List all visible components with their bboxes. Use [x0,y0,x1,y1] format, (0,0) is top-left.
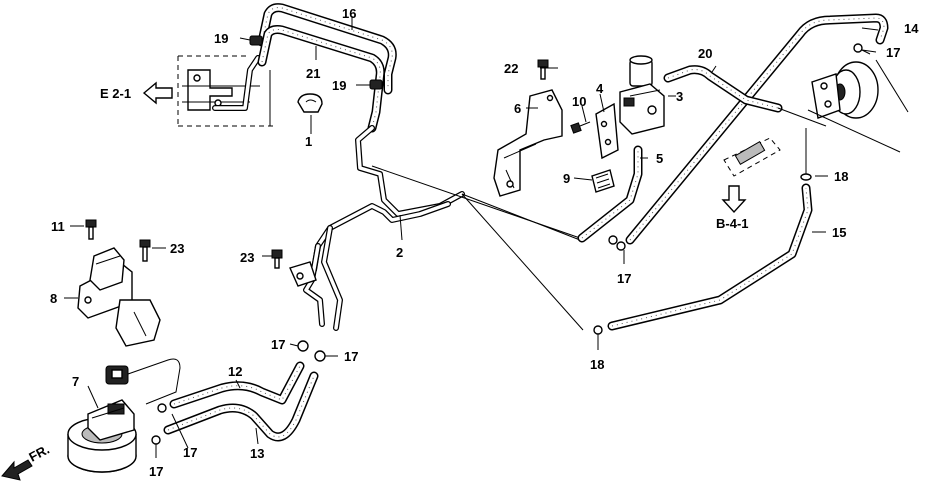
pipe-mount-bracket [289,261,317,287]
callout-11[interactable]: 11 [51,219,65,234]
ref-e21[interactable]: E 2-1 [100,86,131,101]
callout-14[interactable]: 14 [904,21,919,36]
solenoid-valve-3[interactable] [619,55,665,135]
bracket-6[interactable] [493,89,563,197]
callout-17-top-right[interactable]: 17 [886,45,900,60]
callout-1[interactable]: 1 [305,134,312,149]
clamp-18-right[interactable] [800,173,812,181]
electrical-connector[interactable] [105,365,129,385]
callout-22[interactable]: 22 [504,61,518,76]
callout-2[interactable]: 2 [396,245,403,260]
callout-23-left[interactable]: 23 [170,241,184,256]
callout-15[interactable]: 15 [832,225,846,240]
callout-10[interactable]: 10 [572,94,586,109]
callout-4[interactable]: 4 [596,81,604,96]
callout-19-mid[interactable]: 19 [332,78,346,93]
bracket-8[interactable] [77,247,161,347]
front-label: FR. [26,442,52,465]
bolt-22[interactable] [537,59,549,80]
callout-12[interactable]: 12 [228,364,242,379]
ref-b41[interactable]: B-4-1 [716,216,749,231]
bolt-23-mid[interactable] [271,249,283,269]
bolt-23-left[interactable] [139,239,151,262]
callout-5[interactable]: 5 [656,151,663,166]
callout-20[interactable]: 20 [698,46,712,61]
clamp-19-top[interactable] [239,35,263,46]
clamp-17-top-right[interactable] [853,43,863,53]
callout-17-lower-c[interactable]: 17 [183,445,197,460]
callout-17-lower-d[interactable]: 17 [149,464,163,479]
callout-16[interactable]: 16 [342,6,356,21]
bracket-4[interactable] [595,93,619,160]
callout-17-lower-a[interactable]: 17 [271,337,285,352]
reference-bracket-b41 [723,137,781,177]
clamp-19-mid[interactable] [356,79,383,90]
hollow-arrow-left-icon[interactable] [142,81,173,105]
callout-6[interactable]: 6 [514,101,521,116]
callout-21[interactable]: 21 [306,66,320,81]
reference-bracket-e21 [177,55,275,127]
component-9[interactable] [591,169,615,193]
callout-18-low[interactable]: 18 [590,357,604,372]
clamp-17-lower-b[interactable] [314,350,326,362]
leader-lines [64,16,879,458]
canister-assembly[interactable] [811,61,879,119]
callout-3[interactable]: 3 [676,89,683,104]
valve-assembly-7[interactable] [67,399,137,473]
callout-9[interactable]: 9 [563,171,570,186]
callout-13[interactable]: 13 [250,446,264,461]
callout-19-top[interactable]: 19 [214,31,228,46]
front-direction-arrow-icon [1,459,33,481]
clamp-17-lower-c[interactable] [157,403,167,413]
callout-8[interactable]: 8 [50,291,57,306]
callout-7[interactable]: 7 [72,374,79,389]
callout-18-right[interactable]: 18 [834,169,848,184]
hollow-arrow-down-icon[interactable] [721,185,747,214]
clamp-18-low[interactable] [593,325,603,335]
bolt-11[interactable] [85,219,97,240]
clip-1[interactable] [297,93,323,134]
bolt-10[interactable] [570,121,591,134]
callout-17-lower-b[interactable]: 17 [344,349,358,364]
clamp-17-mid[interactable] [608,235,626,251]
callout-23-mid[interactable]: 23 [240,250,254,265]
hose-14 [625,13,889,245]
clamp-17-lower-d[interactable] [151,435,161,445]
callout-17-mid[interactable]: 17 [617,271,631,286]
clamp-17-lower-a[interactable] [297,340,309,352]
